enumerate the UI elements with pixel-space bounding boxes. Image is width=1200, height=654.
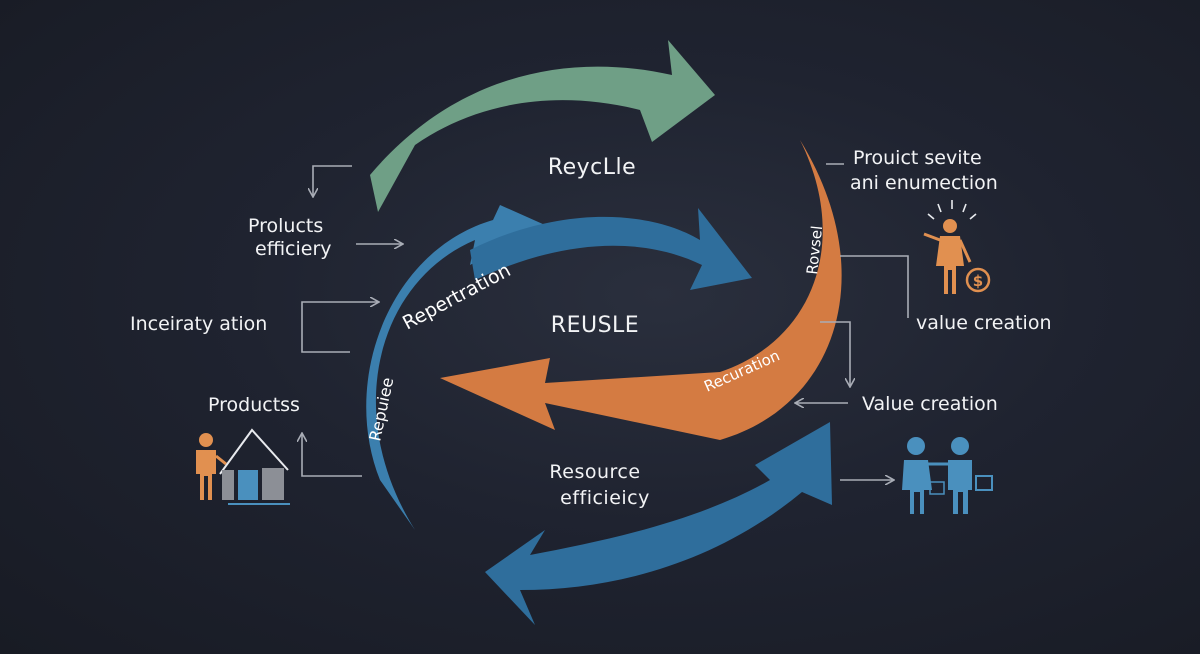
center-label-reuse: REUSLE	[550, 313, 640, 338]
right-label-product-line1: Prouict sevite	[853, 147, 982, 169]
svg-text:$: $	[973, 272, 983, 290]
connector-right-down	[820, 321, 850, 386]
left-label-productss: Productss	[208, 394, 300, 416]
green-cycle-arrow	[370, 40, 715, 212]
connector-left-bottom	[302, 434, 362, 477]
dark-blue-cycle-arrow	[485, 422, 832, 625]
left-label-inceiraty: Inceiraty ation	[130, 313, 268, 335]
left-label-products-line1: Prolucts	[248, 215, 324, 237]
orange-cycle-arrow	[440, 140, 842, 440]
right-label-value-creation-1: value creation	[916, 312, 1052, 334]
right-label-value-creation-2: Value creation	[862, 393, 998, 415]
connectors	[301, 163, 909, 480]
person-with-house-icon	[196, 428, 290, 505]
connector-left-middle	[301, 302, 378, 353]
center-label-recycle: ReycLle	[547, 155, 637, 180]
person-with-money-icon: $	[923, 200, 991, 294]
blue-cycle-arrow	[366, 205, 545, 530]
connector-right-middle	[840, 255, 909, 318]
blue-inner-arrow	[470, 208, 752, 290]
arrow-label-rovsel: Rovsel	[803, 225, 826, 276]
left-label-products-line2: efficiery	[255, 238, 332, 260]
center-label-resource-line2: efficieicy	[560, 487, 650, 509]
center-label-resource-line1: Resource	[549, 461, 641, 483]
two-people-icon	[902, 437, 993, 514]
connector-left-top-down	[313, 165, 352, 196]
right-label-product-line2: ani enumection	[850, 172, 998, 194]
